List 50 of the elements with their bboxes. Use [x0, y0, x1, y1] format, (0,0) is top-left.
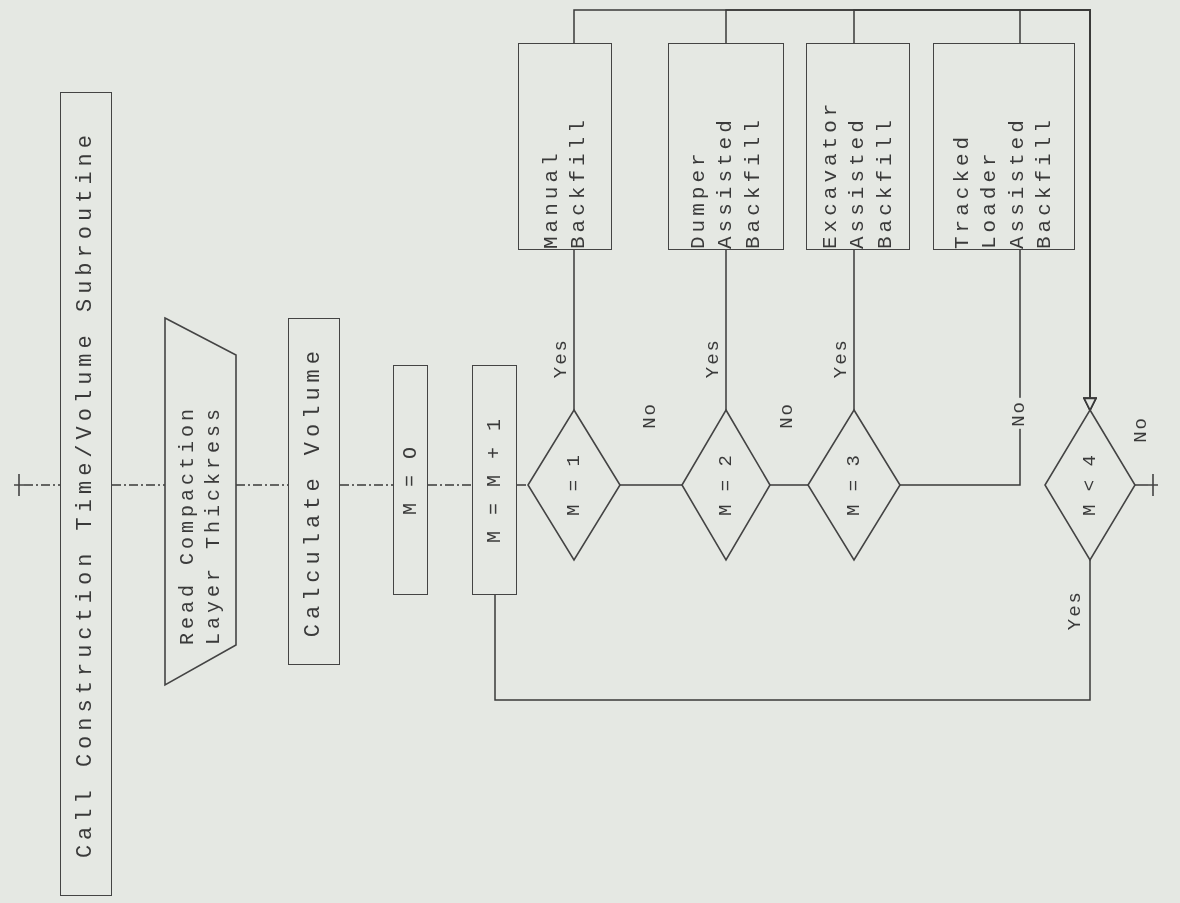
decision-diamond [1045, 410, 1135, 560]
process-box [472, 365, 517, 595]
connector-line [899, 249, 1021, 486]
decision-diamond [808, 410, 900, 560]
connector-line [516, 484, 529, 486]
process-box [806, 43, 910, 250]
condition-text: M = 3 [841, 454, 866, 516]
connector-line [111, 484, 166, 486]
edge-label: No [641, 401, 660, 431]
connector-line [339, 484, 394, 486]
step-text: Dumper Assisted Backfill [686, 115, 766, 249]
connector-line [769, 484, 809, 486]
step-text: Manual Backfill [538, 115, 591, 249]
connector-line [619, 484, 683, 486]
connector-line [23, 484, 61, 486]
step-text: Calculate Volume [299, 345, 327, 638]
connector-line [235, 484, 289, 486]
connector-line [573, 249, 575, 411]
process-box [288, 318, 340, 665]
connector-line [853, 249, 855, 411]
connector-line [494, 559, 1091, 701]
edge-label: Yes [552, 337, 571, 381]
process-box [518, 43, 612, 250]
condition-text: M < 4 [1077, 454, 1102, 516]
manual-input-shape [165, 318, 236, 685]
connector-line [725, 249, 727, 411]
decision-diamond [682, 410, 770, 560]
edge-label: Yes [704, 337, 723, 381]
condition-text: M = 1 [561, 454, 586, 516]
edge-label: No [1132, 415, 1151, 445]
connector-line [427, 484, 473, 486]
process-box [393, 365, 428, 595]
connector-line [1134, 484, 1149, 486]
process-box [933, 43, 1075, 250]
flow-arrow [1019, 9, 1097, 411]
terminal-mark [1148, 474, 1158, 496]
step-text: Excavator Assisted Backfill [818, 98, 898, 249]
step-text: Call Construction Time/Volume Subroutine [71, 129, 99, 859]
terminal-mark [14, 474, 24, 496]
decision-diamond [528, 410, 620, 560]
step-text: Read Compaction Layer Thickress [174, 403, 226, 645]
step-text: Tracked Loader Assisted Backfill [950, 115, 1058, 249]
step-text: M = M + 1 [481, 417, 507, 543]
process-box [668, 43, 784, 250]
edge-label: Yes [1066, 589, 1085, 633]
edge-label: Yes [832, 337, 851, 381]
condition-text: M = 2 [713, 454, 738, 516]
edge-label: No [778, 401, 797, 431]
process-box [60, 92, 112, 896]
step-text: M = O [397, 445, 423, 515]
